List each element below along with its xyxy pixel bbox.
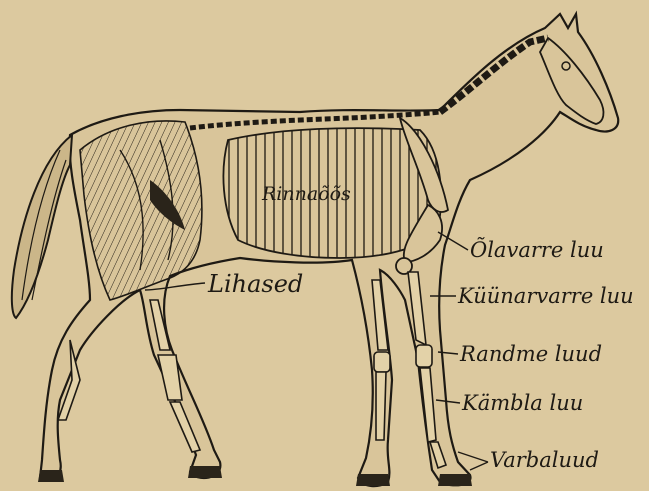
label-metacarpal: Kämbla luu [461, 391, 583, 415]
hooves [38, 466, 472, 486]
label-humerus: Õlavarre luu [470, 238, 604, 262]
label-phalanges: Varbaluud [490, 448, 599, 472]
label-carpals: Randme luud [459, 342, 602, 366]
label-forearm: Küünarvarre luu [457, 284, 634, 308]
carpal-bones [416, 345, 432, 367]
tail [12, 135, 72, 318]
label-muscles: Lihased [207, 270, 303, 298]
label-chest: Rinnaõõs [261, 183, 351, 205]
